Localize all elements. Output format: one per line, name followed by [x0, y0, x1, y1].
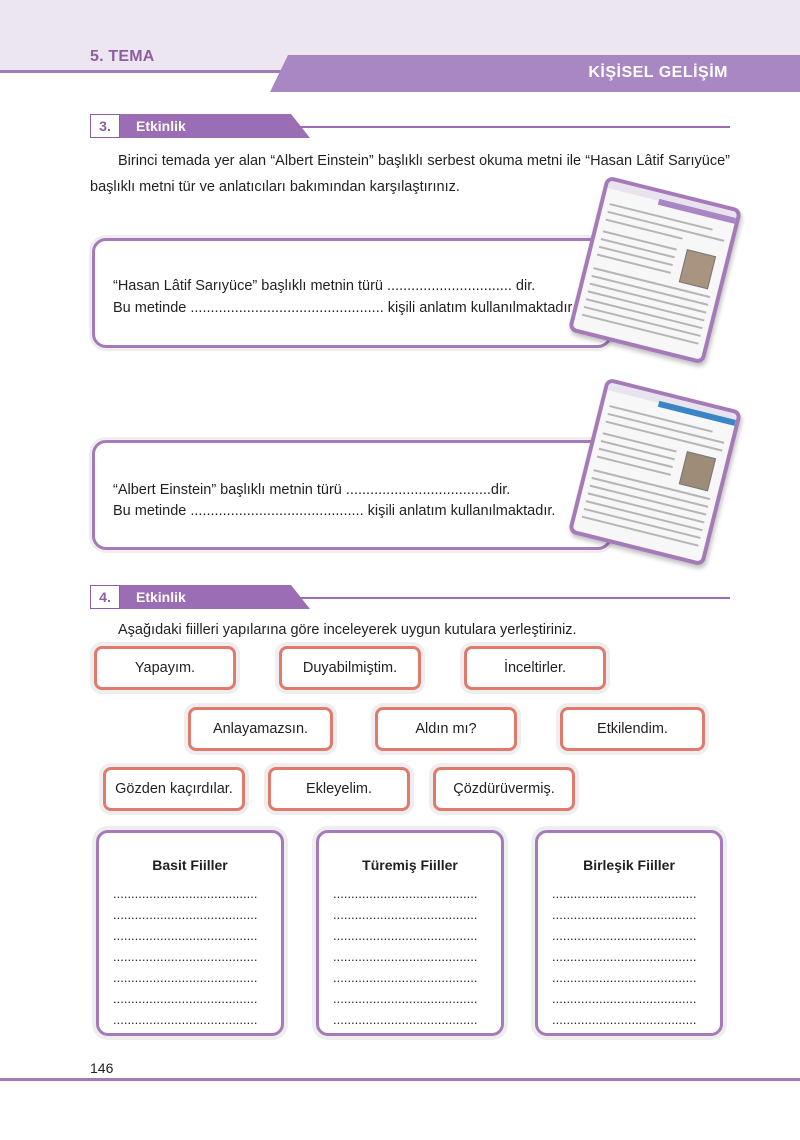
- activity-4-label: Etkinlik: [136, 589, 186, 605]
- category-box-basit[interactable]: Basit Fiiller ..........................…: [96, 830, 284, 1036]
- activity-4-tag: Etkinlik: [120, 585, 310, 609]
- answer-blanks: ........................................…: [552, 886, 697, 1027]
- fill-box-hasan-line2: Bu metinde .............................…: [113, 300, 576, 316]
- activity-4-instruction: Aşağıdaki fiilleri yapılarına göre incel…: [118, 622, 577, 638]
- fill-box-einstein-line2: Bu metinde .............................…: [113, 503, 556, 519]
- page-title: KİŞİSEL GELİŞİM: [588, 64, 728, 81]
- activity-3-prompt: Birinci temada yer alan “Albert Einstein…: [90, 153, 730, 195]
- verb-card[interactable]: Gözden kaçırdılar.: [103, 767, 245, 811]
- activity-4-rule: [300, 597, 730, 599]
- activity-3-number: 3.: [90, 114, 120, 138]
- verb-card[interactable]: Duyabilmiştim.: [279, 646, 421, 690]
- activity-3-header: Etkinlik 3.: [90, 114, 730, 138]
- fill-box-einstein: “Albert Einstein” başlıklı metnin türü .…: [92, 440, 612, 550]
- verb-card[interactable]: Çözdürüvermiş.: [433, 767, 575, 811]
- activity-3-rule: [300, 126, 730, 128]
- einstein-text-thumbnail: [567, 377, 743, 567]
- verb-card[interactable]: Yapayım.: [94, 646, 236, 690]
- verb-card[interactable]: Etkilendim.: [560, 707, 705, 751]
- verb-card[interactable]: Anlayamazsın.: [188, 707, 333, 751]
- page-number: 146: [90, 1060, 114, 1076]
- fill-box-hasan-line1: “Hasan Lâtif Sarıyüce” başlıklı metnin t…: [113, 278, 536, 294]
- category-box-turemis[interactable]: Türemiş Fiiller ........................…: [316, 830, 504, 1036]
- tema-label: 5. TEMA: [90, 48, 155, 65]
- activity-4-number: 4.: [90, 585, 120, 609]
- verb-card[interactable]: Ekleyelim.: [268, 767, 410, 811]
- category-title: Birleşik Fiiller: [583, 857, 675, 873]
- activity-3-tag: Etkinlik: [120, 114, 310, 138]
- fill-box-einstein-line1: “Albert Einstein” başlıklı metnin türü .…: [113, 482, 511, 498]
- verb-card[interactable]: Aldın mı?: [375, 707, 517, 751]
- category-box-birlesik[interactable]: Birleşik Fiiller .......................…: [535, 830, 723, 1036]
- tema-underline: [0, 70, 290, 73]
- portrait-photo: [678, 249, 717, 290]
- footer-rule: [0, 1078, 800, 1081]
- header-bar: [270, 55, 800, 92]
- portrait-photo: [678, 451, 717, 492]
- activity-4-header: Etkinlik 4.: [90, 585, 730, 609]
- hasan-text-thumbnail: [567, 175, 743, 365]
- fill-box-hasan: “Hasan Lâtif Sarıyüce” başlıklı metnin t…: [92, 238, 612, 348]
- category-title: Türemiş Fiiller: [362, 857, 458, 873]
- category-title: Basit Fiiller: [152, 857, 228, 873]
- activity-3-label: Etkinlik: [136, 118, 186, 134]
- answer-blanks: ........................................…: [113, 886, 258, 1027]
- verb-card[interactable]: İnceltirler.: [464, 646, 606, 690]
- answer-blanks: ........................................…: [333, 886, 478, 1027]
